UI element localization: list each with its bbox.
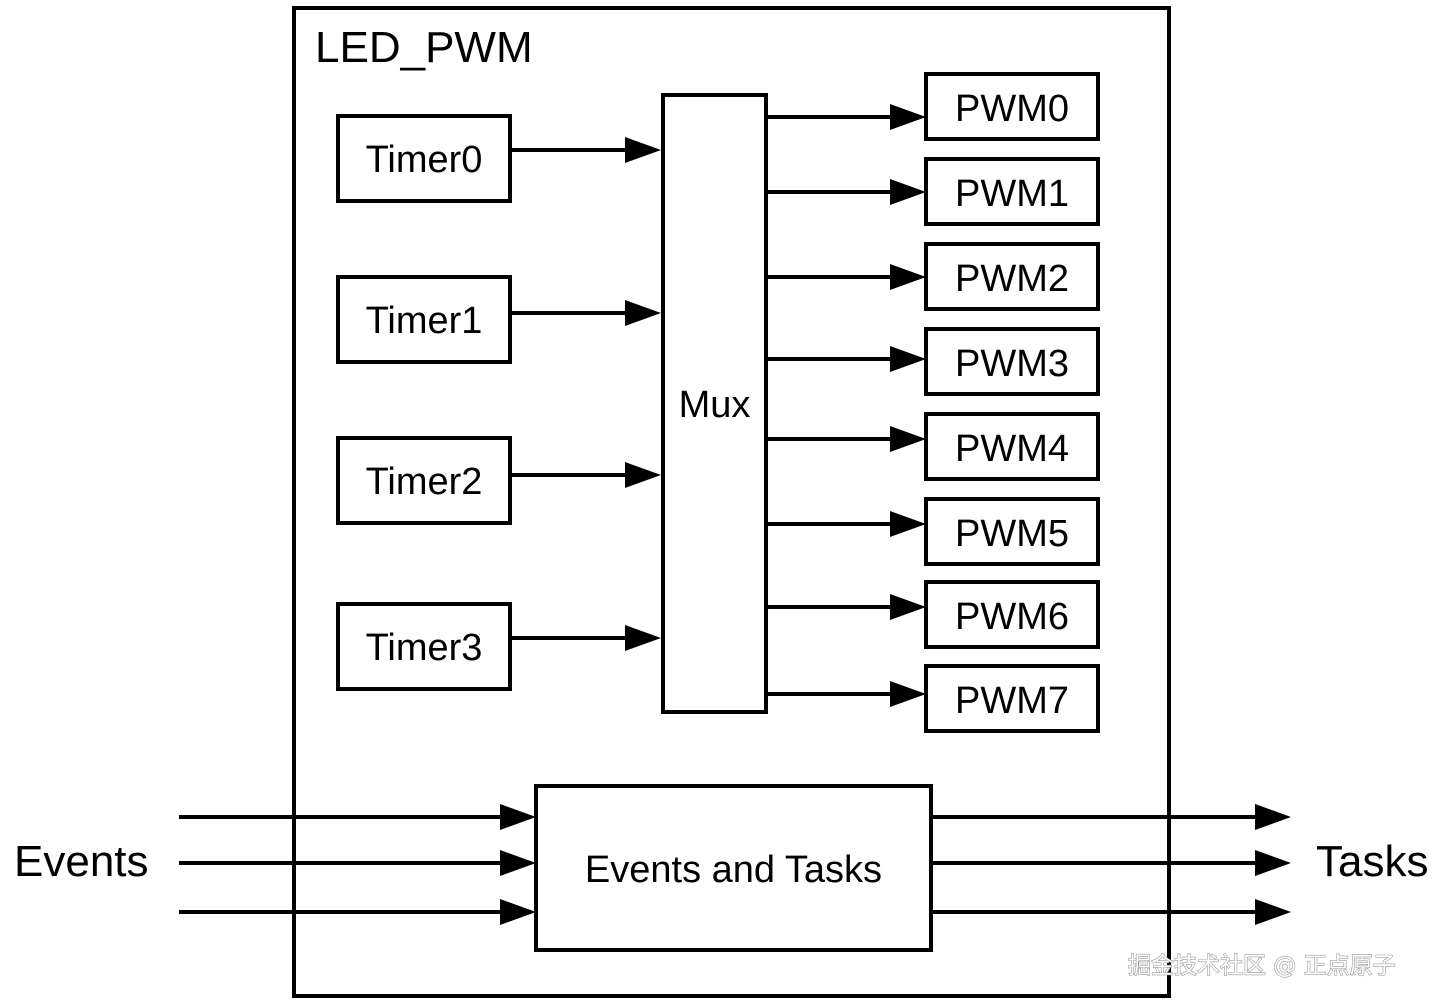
pwm-0-box <box>924 72 1100 141</box>
pwm-2-label: PWM2 <box>955 258 1069 300</box>
events-input-label: Events <box>14 837 149 886</box>
mux-to-pwm-3-arrowhead <box>890 346 926 372</box>
timer-2-box <box>336 436 512 525</box>
pwm-7-label: PWM7 <box>955 680 1069 722</box>
pwm-6-label: PWM6 <box>955 596 1069 638</box>
event-input-arrowhead-2 <box>500 850 536 876</box>
pwm-1-box <box>924 157 1100 226</box>
pwm-6-box <box>924 580 1100 649</box>
event-input-arrowhead-1 <box>500 804 536 830</box>
pwm-output-2: PWM2 <box>766 242 1100 311</box>
pwm-0-label: PWM0 <box>955 88 1069 130</box>
pwm-7-box <box>924 664 1100 733</box>
pwm-5-box <box>924 497 1100 566</box>
pwm-output-7: PWM7 <box>766 664 1100 733</box>
tasks-output-label: Tasks <box>1316 837 1428 886</box>
pwm-1-label: PWM1 <box>955 173 1069 215</box>
pwm-4-label: PWM4 <box>955 428 1069 470</box>
timer-3-label: Timer3 <box>366 627 483 669</box>
watermark-text: 掘金技术社区 @ 正点原子 <box>1128 953 1396 979</box>
timer-2-to-mux-arrowhead <box>625 462 661 488</box>
pwm-output-5: PWM5 <box>766 497 1100 566</box>
pwm-output-3: PWM3 <box>766 327 1100 396</box>
led-pwm-module-boundary <box>292 6 1171 998</box>
mux-to-pwm-7-arrowhead <box>890 681 926 707</box>
timer-0-box <box>336 114 512 203</box>
timer-1-label: Timer1 <box>366 300 483 342</box>
mux-to-pwm-0-arrowhead <box>890 104 926 130</box>
pwm-2-box <box>924 242 1100 311</box>
timer-0-label: Timer0 <box>366 139 483 181</box>
timer-3-to-mux-arrowhead <box>625 625 661 651</box>
timer-1-to-mux-arrowhead <box>625 300 661 326</box>
events-and-tasks-label: Events and Tasks <box>585 849 882 891</box>
mux-to-pwm-2-arrowhead <box>890 264 926 290</box>
task-output-arrowhead-1 <box>1255 804 1291 830</box>
module-title: LED_PWM <box>315 23 533 72</box>
timer-2: Timer2 <box>336 436 661 525</box>
event-input-arrowhead-3 <box>500 899 536 925</box>
timer-3-box <box>336 602 512 691</box>
pwm-output-4: PWM4 <box>766 412 1100 481</box>
timer-1: Timer1 <box>336 275 661 364</box>
mux-to-pwm-6-arrowhead <box>890 594 926 620</box>
pwm-5-label: PWM5 <box>955 513 1069 555</box>
mux-label: Mux <box>679 384 751 426</box>
mux-block <box>661 93 768 714</box>
pwm-3-label: PWM3 <box>955 343 1069 385</box>
pwm-output-1: PWM1 <box>766 157 1100 226</box>
mux-to-pwm-5-arrowhead <box>890 511 926 537</box>
timer-3: Timer3 <box>336 602 661 691</box>
mux-to-pwm-4-arrowhead <box>890 426 926 452</box>
pwm-output-6: PWM6 <box>766 580 1100 649</box>
timer-2-label: Timer2 <box>366 461 483 503</box>
timer-0: Timer0 <box>336 114 661 203</box>
task-output-arrowhead-3 <box>1255 899 1291 925</box>
task-output-arrowhead-2 <box>1255 850 1291 876</box>
pwm-4-box <box>924 412 1100 481</box>
pwm-output-0: PWM0 <box>766 72 1100 141</box>
pwm-3-box <box>924 327 1100 396</box>
timer-1-box <box>336 275 512 364</box>
events-and-tasks-block <box>534 784 933 952</box>
timer-0-to-mux-arrowhead <box>625 137 661 163</box>
mux-to-pwm-1-arrowhead <box>890 179 926 205</box>
